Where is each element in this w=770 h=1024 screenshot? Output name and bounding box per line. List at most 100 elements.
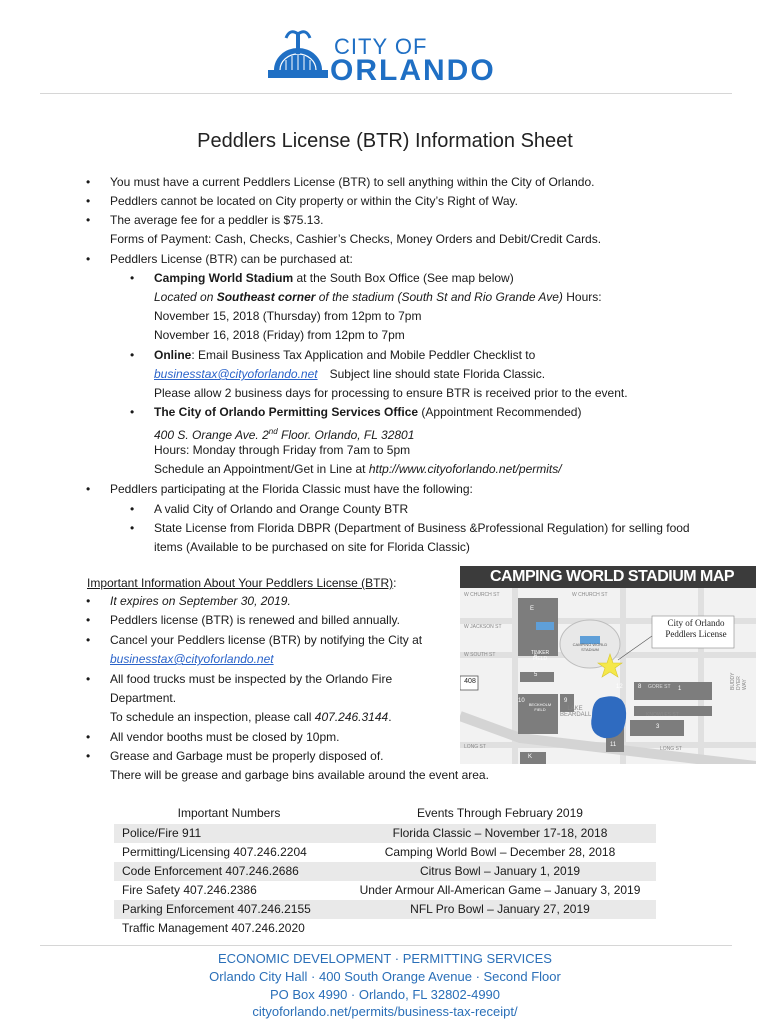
office-schedule: Schedule an Appointment/Get in Line at h… (154, 460, 562, 479)
table-row: Traffic Management 407.246.2020 (114, 919, 656, 938)
map-lot-10: 10 (518, 698, 525, 704)
office-hours: Hours: Monday through Friday from 7am to… (154, 443, 411, 457)
header-divider (40, 93, 732, 94)
table-cell-event: NFL Pro Bowl – January 27, 2019 (410, 902, 590, 916)
stadium-date-1: November 15, 2018 (Thursday) from 12pm t… (154, 309, 422, 323)
important-email-link[interactable]: businesstax@cityoforlando.net (110, 652, 274, 666)
important-4-schedule: To schedule an inspection, please call 4… (110, 708, 392, 727)
table-cell-event: Camping World Bowl – December 28, 2018 (384, 845, 616, 859)
intro-bullet-2: Peddlers cannot be located on City prope… (86, 192, 518, 211)
office-address: 400 S. Orange Ave. 2nd Floor. Orlando, F… (154, 422, 414, 445)
table-cell-number: Parking Enforcement 407.246.2155 (122, 902, 311, 916)
intro-bullet-1: You must have a current Peddlers License… (86, 173, 594, 192)
map-label-lake: LAKE BEARDALL (560, 706, 592, 718)
map-lot-5: 5 (534, 672, 538, 678)
table-cell-event: Florida Classic – November 17-18, 2018 (392, 826, 608, 840)
stadium-loc-pre: Located on (154, 290, 217, 304)
online-subject: Subject line should state Florida Classi… (329, 367, 546, 381)
map-street-south: W SOUTH ST (464, 652, 496, 658)
footer-address: Orlando City Hall · 400 South Orange Ave… (209, 969, 561, 984)
important-3-email: businesstax@cityoforlando.net (110, 650, 274, 669)
map-route-408: 408 (464, 678, 476, 685)
table-cell-number: Code Enforcement 407.246.2686 (122, 864, 299, 878)
important-6: Grease and Garbage must be properly disp… (86, 747, 383, 766)
map-street-buddy: BUDDY DYER WAY (730, 672, 748, 690)
online-allow: Please allow 2 business days for process… (154, 386, 628, 400)
stadium-hours-label: Hours: (562, 290, 602, 304)
table-cell-number: Permitting/Licensing 407.246.2204 (122, 845, 307, 859)
intro-bullet-3-cont: Forms of Payment: Cash, Checks, Cashier’… (110, 232, 602, 246)
office-sched-pre: Schedule an Appointment/Get in Line at (154, 462, 369, 476)
footer-url[interactable]: cityoforlando.net/permits/business-tax-r… (252, 1004, 518, 1019)
online-label: Online (154, 348, 192, 362)
classic-lead: Peddlers participating at the Florida Cl… (86, 480, 473, 499)
map-callout-line-1: City of Orlando (667, 618, 725, 628)
stadium-name: Camping World Stadium (154, 271, 294, 285)
important-4: All food trucks must be inspected by the… (86, 670, 392, 689)
online-item: Online: Email Business Tax Application a… (130, 346, 536, 365)
map-street-jackson: W JACKSON ST (464, 624, 502, 630)
map-title: CAMPING WORLD STADIUM MAP (460, 566, 756, 588)
important-4c-post: . (388, 710, 392, 724)
logo-city-text: CITY OF (334, 34, 428, 59)
classic-sub-2-cont: items (Available to be purchased on site… (154, 540, 470, 554)
classic-sub-2: State License from Florida DBPR (Departm… (130, 519, 690, 538)
important-3: Cancel your Peddlers license (BTR) by no… (86, 631, 422, 650)
map-label-stadium: CAMPING WORLD STADIUM (572, 642, 608, 652)
table-row: Parking Enforcement 407.246.2155 NFL Pro… (114, 900, 656, 919)
map-lot-3: 3 (656, 724, 660, 730)
map-lot-11: 11 (610, 742, 617, 748)
stadium-rest: at the South Box Office (See map below) (293, 271, 514, 285)
map-callout: City of Orlando Peddlers License (656, 618, 736, 640)
important-4c-phone: 407.246.3144 (314, 710, 389, 724)
important-heading: Important Information About Your Peddler… (87, 574, 397, 593)
map-street-long-2: LONG ST (660, 746, 682, 752)
table-row: Police/Fire 911 Florida Classic – Novemb… (114, 824, 656, 843)
page-title: Peddlers License (BTR) Information Sheet (197, 130, 573, 152)
stadium-loc-bold: Southeast corner (216, 290, 316, 304)
peddler-location-star-icon (597, 653, 623, 678)
stadium-map: CAMPING WORLD STADIUM MAP (460, 566, 756, 764)
map-lot-9: 9 (564, 698, 568, 704)
table-row: Fire Safety 407.246.2386 Under Armour Al… (114, 881, 656, 900)
stadium-date-2: November 16, 2018 (Friday) from 12pm to … (154, 328, 405, 342)
footer-divider (40, 945, 732, 946)
map-drawing (460, 588, 756, 764)
office-addr-post: Floor. Orlando, FL 32801 (277, 428, 415, 442)
online-rest: : Email Business Tax Application and Mob… (191, 348, 536, 362)
office-addr-pre: 400 S. Orange Ave. 2 (154, 428, 269, 442)
fountain-logo-icon (268, 30, 328, 78)
online-email-link[interactable]: businesstax@cityoforlando.net (154, 367, 318, 381)
map-street-church: W CHURCH ST (464, 592, 500, 598)
table-cell-number: Police/Fire 911 (122, 826, 202, 840)
important-1: It expires on September 30, 2019. (86, 592, 291, 611)
office-label: The City of Orlando Permitting Services … (154, 405, 419, 419)
office-addr-sup: nd (268, 427, 278, 436)
map-lot-1: 1 (678, 686, 682, 692)
office-sched-url[interactable]: http://www.cityoforlando.net/permits/ (368, 462, 562, 476)
table-row: Code Enforcement 407.246.2686 Citrus Bow… (114, 862, 656, 881)
important-5: All vendor booths must be closed by 10pm… (86, 728, 340, 747)
map-street-long: LONG ST (464, 744, 486, 750)
office-rest: (Appointment Recommended) (418, 405, 582, 419)
intro-bullet-3: The average fee for a peddler is $75.13. (86, 211, 324, 230)
table-header-events: Events Through February 2019 (417, 806, 583, 820)
map-street-gore: GORE ST (648, 684, 671, 690)
important-2: Peddlers license (BTR) is renewed and bi… (86, 611, 400, 630)
map-street-kennedy: KNOWLES ST (646, 712, 679, 718)
logo-orlando-text: ORLANDO (330, 54, 496, 87)
important-6-cont: There will be grease and garbage bins av… (110, 768, 489, 782)
stadium-location: Located on Southeast corner of the stadi… (154, 288, 602, 307)
map-lot-12: 12 (616, 684, 623, 690)
table-row: Permitting/Licensing 407.246.2204 Campin… (114, 843, 656, 862)
table-cell-number: Traffic Management 407.246.2020 (122, 921, 305, 935)
map-label-beckett: BECKHOLM FIELD (528, 702, 552, 712)
table-cell-number: Fire Safety 407.246.2386 (122, 883, 257, 897)
map-lot-6: 6 (534, 654, 538, 660)
map-callout-line-2: Peddlers License (665, 629, 727, 639)
important-heading-text: Important Information About Your Peddler… (87, 576, 394, 590)
footer-po-box: PO Box 4990 · Orlando, FL 32802-4990 (269, 987, 501, 1002)
footer-department: ECONOMIC DEVELOPMENT · PERMITTING SERVIC… (218, 951, 552, 966)
map-label-tinker: TINKER FIELD (530, 650, 550, 662)
map-lot-8: 8 (638, 684, 642, 690)
